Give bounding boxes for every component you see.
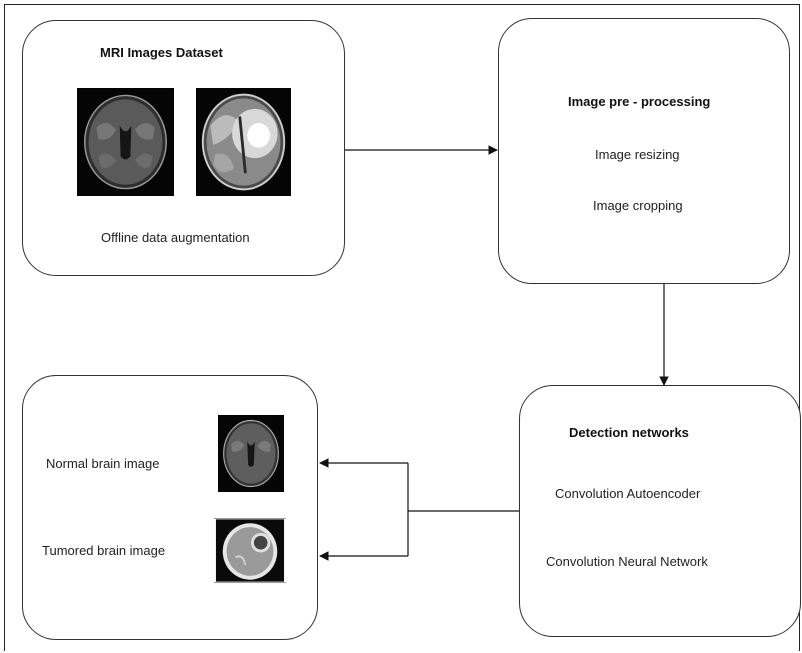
detection-title: Detection networks [569, 425, 689, 440]
preprocessing-step-cropping: Image cropping [593, 198, 683, 213]
mri-scan-normal-icon [218, 415, 284, 492]
model-autoencoder: Convolution Autoencoder [555, 486, 701, 501]
model-cnn: Convolution Neural Network [546, 554, 708, 569]
dataset-caption: Offline data augmentation [101, 230, 250, 245]
preprocessing-title: Image pre - processing [568, 94, 711, 109]
preprocessing-box [498, 18, 790, 284]
diagram-frame [4, 4, 800, 651]
mri-scan-normal-icon [77, 88, 174, 196]
output-label-tumored: Tumored brain image [42, 543, 166, 558]
dataset-title: MRI Images Dataset [100, 45, 223, 60]
dataset-box [22, 20, 345, 276]
mri-scan-tumor-icon [214, 518, 286, 583]
preprocessing-step-resizing: Image resizing [595, 147, 680, 162]
detection-box [519, 385, 801, 637]
output-label-normal: Normal brain image [46, 456, 160, 471]
mri-scan-tumor-icon [196, 88, 291, 196]
